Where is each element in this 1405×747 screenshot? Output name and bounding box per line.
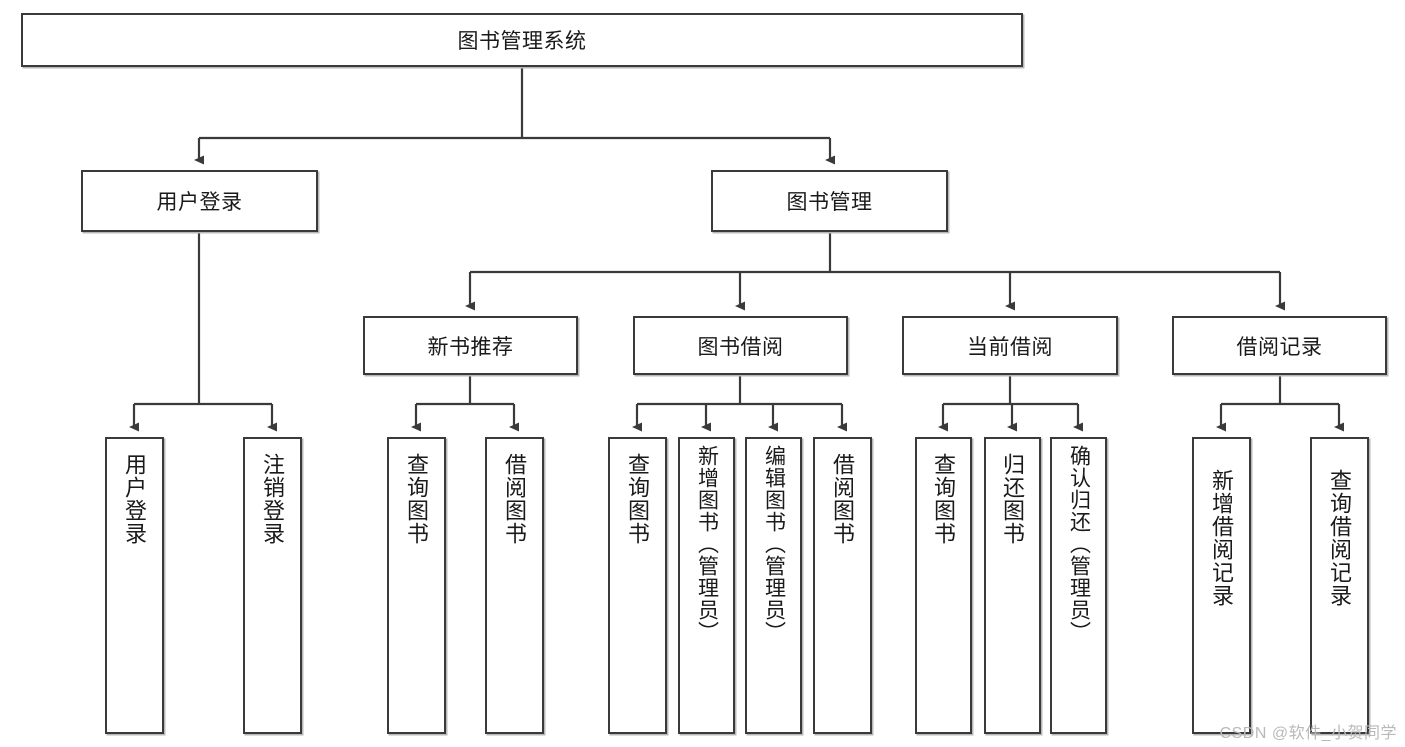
node-leaf-user-login[interactable]: 用户登录 [105, 437, 164, 734]
node-root-label: 图书管理系统 [457, 30, 587, 53]
node-leaf-query-book-cb-label: 查询图书 [931, 453, 957, 545]
node-leaf-borrow-book-rec[interactable]: 借阅图书 [485, 437, 544, 734]
node-book-manage-label: 图书管理 [786, 191, 873, 214]
node-leaf-query-record[interactable]: 查询借阅记录 [1310, 437, 1369, 734]
node-book-manage[interactable]: 图书管理 [711, 170, 948, 232]
node-leaf-borrow-book-rec-label: 借阅图书 [502, 453, 528, 545]
node-book-borrow[interactable]: 图书借阅 [633, 316, 848, 375]
node-leaf-user-logout-label: 注销登录 [260, 453, 286, 545]
node-current-borrow-label: 当前借阅 [967, 335, 1053, 359]
node-borrow-record-label: 借阅记录 [1236, 335, 1323, 359]
node-leaf-return-book-label: 归还图书 [1000, 453, 1026, 545]
node-leaf-add-book[interactable]: 新增图书（管理员） [678, 437, 735, 734]
node-leaf-user-login-label: 用户登录 [122, 453, 148, 545]
node-leaf-confirm-return[interactable]: 确认归还（管理员） [1050, 437, 1107, 734]
node-new-book-rec[interactable]: 新书推荐 [363, 316, 578, 375]
node-leaf-query-book-cb[interactable]: 查询图书 [915, 437, 972, 734]
node-leaf-user-logout[interactable]: 注销登录 [243, 437, 302, 734]
node-root[interactable]: 图书管理系统 [21, 13, 1023, 67]
node-user-login-label: 用户登录 [156, 191, 243, 214]
node-leaf-query-book-rec-label: 查询图书 [404, 453, 430, 545]
node-leaf-borrow-book-bb[interactable]: 借阅图书 [813, 437, 872, 734]
node-leaf-edit-book-label: 编辑图书（管理员） [762, 445, 786, 643]
node-new-book-rec-label: 新书推荐 [427, 335, 514, 359]
node-book-borrow-label: 图书借阅 [697, 335, 784, 359]
node-leaf-borrow-book-bb-label: 借阅图书 [830, 453, 856, 545]
node-borrow-record[interactable]: 借阅记录 [1172, 316, 1387, 375]
node-leaf-add-book-label: 新增图书（管理员） [695, 445, 719, 643]
node-leaf-add-record[interactable]: 新增借阅记录 [1192, 437, 1251, 734]
node-leaf-query-record-label: 查询借阅记录 [1327, 469, 1353, 607]
watermark-text: CSDN @软件_小贺同学 [1219, 725, 1397, 742]
node-current-borrow[interactable]: 当前借阅 [902, 316, 1118, 375]
node-leaf-query-book-bb-label: 查询图书 [625, 453, 651, 545]
node-leaf-query-book-rec[interactable]: 查询图书 [387, 437, 446, 734]
node-leaf-return-book[interactable]: 归还图书 [984, 437, 1041, 734]
node-leaf-add-record-label: 新增借阅记录 [1209, 469, 1235, 607]
node-leaf-confirm-return-label: 确认归还（管理员） [1067, 445, 1091, 643]
node-leaf-edit-book[interactable]: 编辑图书（管理员） [745, 437, 802, 734]
node-leaf-query-book-bb[interactable]: 查询图书 [608, 437, 667, 734]
node-user-login[interactable]: 用户登录 [81, 170, 318, 232]
